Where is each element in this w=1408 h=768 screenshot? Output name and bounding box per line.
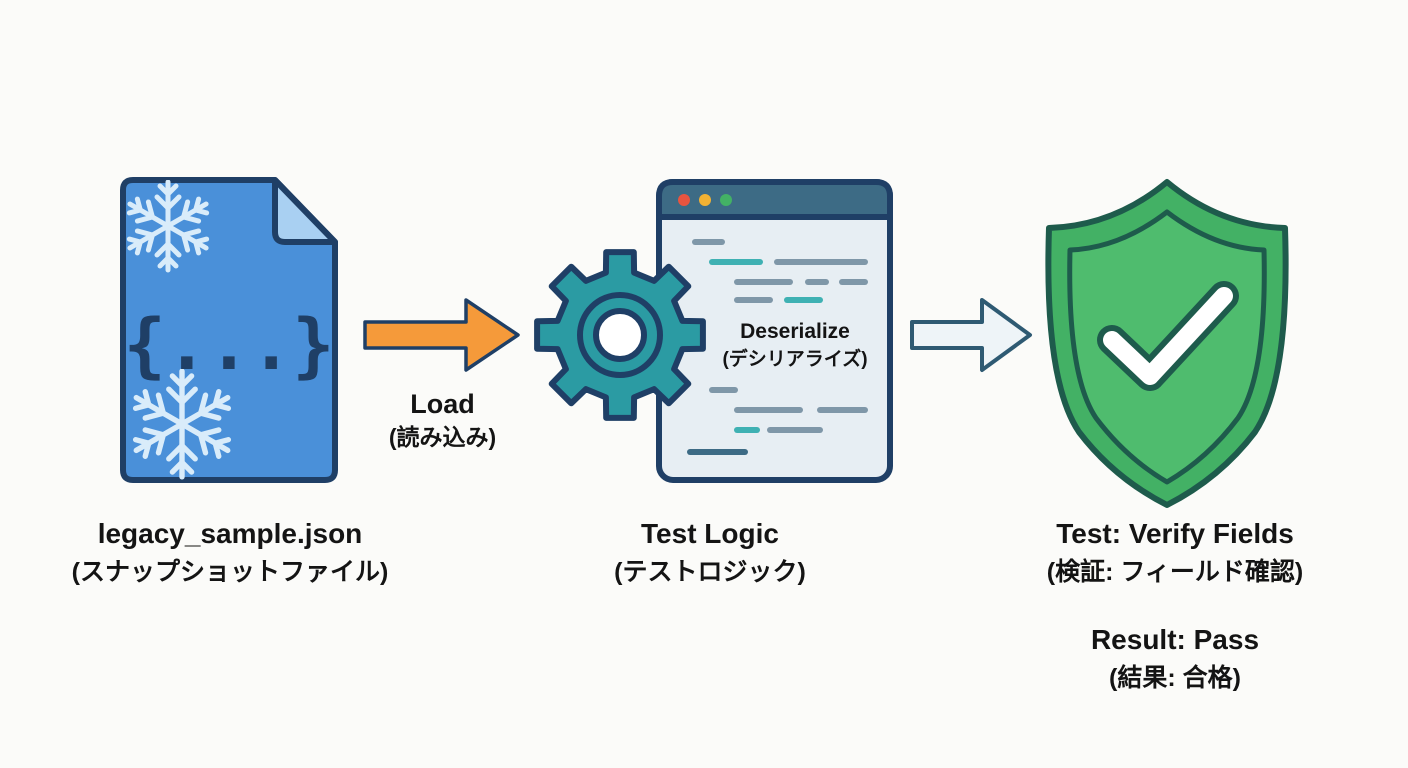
code-window-icon <box>656 179 893 483</box>
file-folded-corner <box>272 177 338 245</box>
window-minimize-dot <box>699 194 711 206</box>
verify-label-ja: (検証: フィールド確認) <box>1046 558 1304 586</box>
load-label: Load (読み込み) <box>360 388 525 454</box>
verify-arrow <box>910 298 1032 372</box>
file-label-ja: (スナップショットファイル) <box>71 558 389 586</box>
result-label-ja: (結果: 合格) <box>1109 664 1241 692</box>
test-logic-label: Test Logic (テストロジック) <box>560 515 860 591</box>
json-braces-glyph: {...} <box>124 304 335 386</box>
verify-label: Test: Verify Fields (検証: フィールド確認) <box>1010 515 1340 591</box>
snowflake-icon <box>124 180 211 270</box>
file-label-en: legacy_sample.json <box>97 518 363 549</box>
deserialize-label: Deserialize (デシリアライズ) <box>705 318 885 374</box>
load-label-ja: (読み込み) <box>388 424 497 450</box>
load-label-en: Load <box>410 389 475 419</box>
test-logic-label-ja: (テストロジック) <box>614 558 806 586</box>
result-label: Result: Pass (結果: 合格) <box>1025 621 1325 697</box>
window-close-dot <box>678 194 690 206</box>
deserialize-label-ja: (デシリアライズ) <box>722 349 868 370</box>
test-logic-label-en: Test Logic <box>641 518 779 549</box>
window-maximize-dot <box>720 194 732 206</box>
verify-label-en: Test: Verify Fields <box>1056 518 1294 549</box>
code-window-titlebar <box>656 179 893 220</box>
file-label: legacy_sample.json (スナップショットファイル) <box>30 515 430 591</box>
json-file-icon: {...} <box>120 177 338 483</box>
load-arrow <box>363 298 520 372</box>
gear-hole <box>593 308 647 362</box>
result-label-en: Result: Pass <box>1090 624 1260 655</box>
gear-icon <box>534 249 706 421</box>
shield-check-icon <box>1045 179 1289 508</box>
code-lines <box>687 239 868 455</box>
deserialize-label-en: Deserialize <box>740 320 850 343</box>
